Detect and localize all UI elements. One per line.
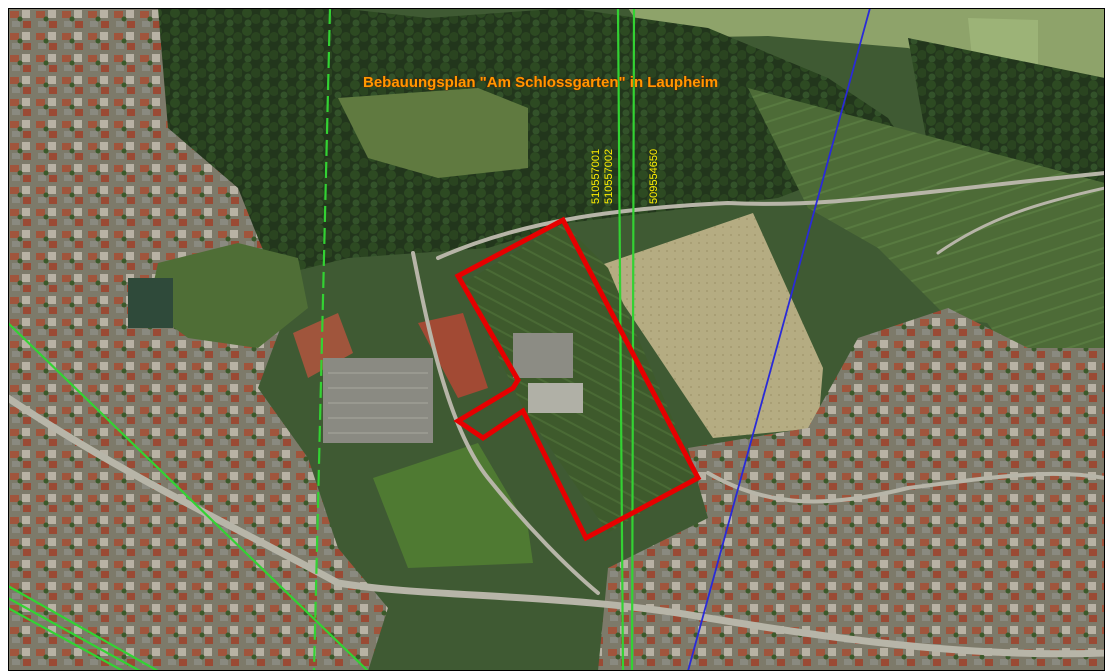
farm-yard (528, 383, 583, 413)
map-title: Bebauungsplan "Am Schlossgarten" in Laup… (363, 74, 718, 91)
field-east (948, 193, 1105, 363)
castle-garden (148, 243, 308, 348)
map-viewport[interactable]: 510557001 510557002 509554650 Bebauungsp… (8, 8, 1105, 671)
farm-buildings (513, 333, 573, 378)
power-line-green-dashed (312, 8, 332, 671)
road-field-east (936, 186, 1105, 255)
garden-pond (128, 278, 173, 328)
crop-field (463, 223, 698, 533)
parking-lot (323, 358, 433, 443)
town-west (8, 8, 388, 671)
power-line-green-sw-2 (8, 597, 141, 671)
road-castle (411, 251, 600, 595)
plan-boundary[interactable] (453, 216, 702, 542)
power-line-blue (687, 8, 871, 671)
line-label-510557001: 510557001 (590, 149, 602, 204)
power-line-green-diagonal (8, 322, 369, 671)
road-settlement (706, 471, 1105, 504)
power-line-green-sw-1 (8, 585, 159, 671)
power-line-green-1 (616, 8, 625, 671)
barn-roof (418, 313, 488, 398)
power-line-green-2 (630, 8, 636, 671)
line-label-509554650: 509554650 (648, 149, 660, 204)
power-line-green-sw-3 (8, 607, 124, 671)
forest-clearing (338, 88, 528, 178)
line-label-510557002: 510557002 (603, 149, 615, 204)
road-field-north (436, 171, 1105, 260)
main-road-south (8, 394, 1105, 658)
castle-building (293, 313, 353, 378)
town-south-east (598, 308, 1105, 671)
sports-meadow (373, 443, 533, 568)
aerial-map[interactable]: 510557001 510557002 509554650 Bebauungsp… (8, 8, 1105, 671)
